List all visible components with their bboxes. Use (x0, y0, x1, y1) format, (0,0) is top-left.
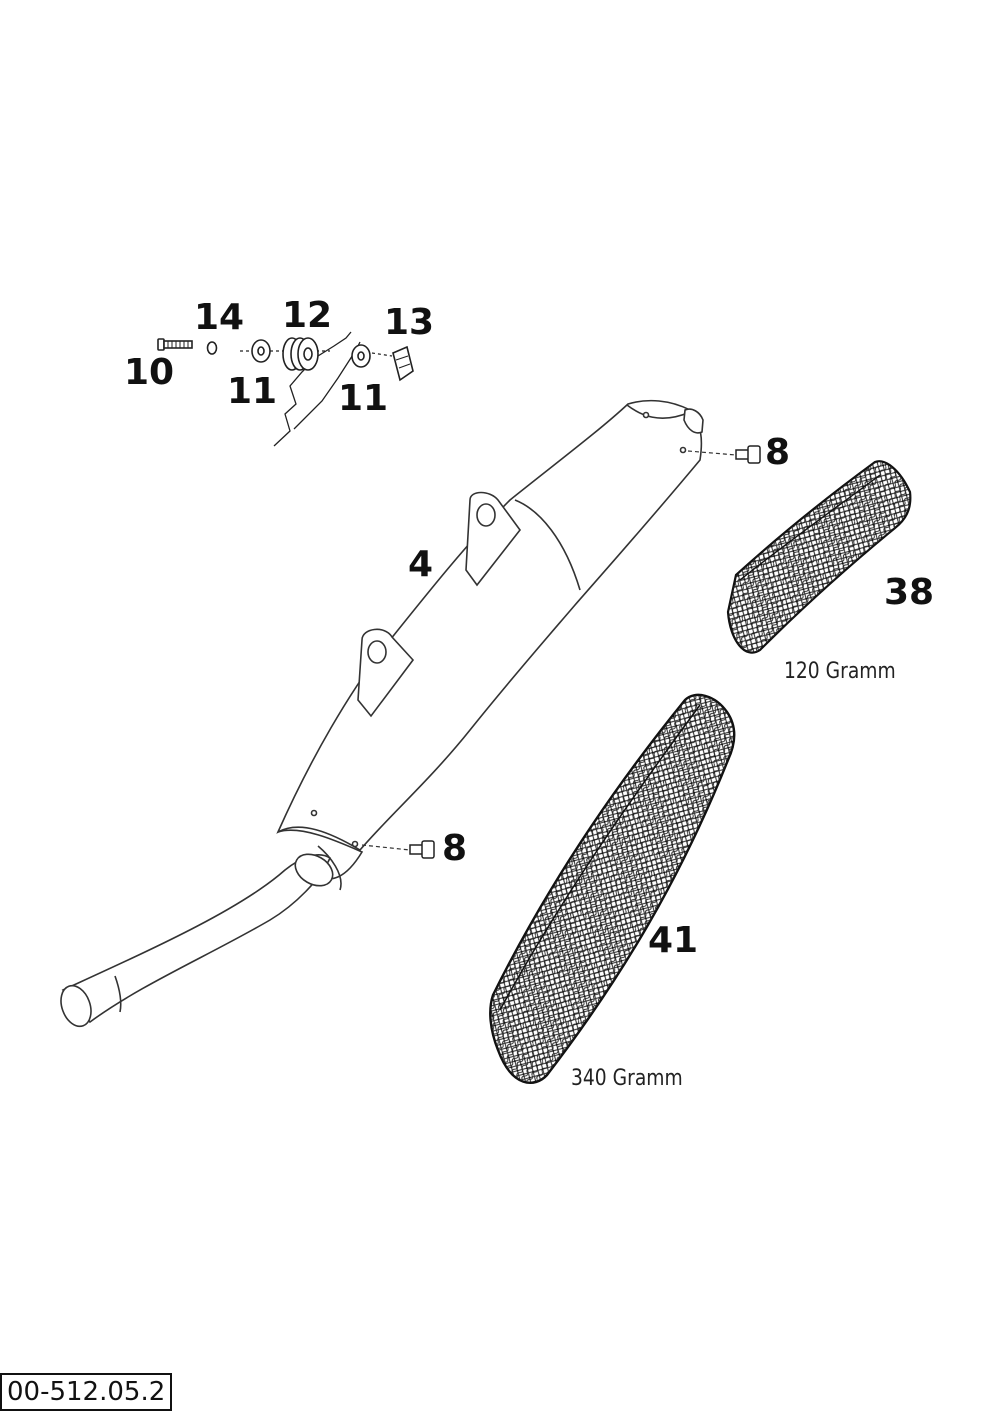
callout-part-41: 41 (648, 920, 699, 961)
packing-38 (726, 460, 912, 654)
packing-41 (489, 693, 736, 1084)
bolt-10 (157, 338, 193, 351)
washer-11-right (351, 344, 371, 368)
silencer-4 (60, 399, 737, 1028)
washer-14 (206, 341, 218, 355)
washer-11-left (251, 339, 271, 363)
callout-part-8-bottom: 8 (442, 828, 468, 869)
callout-part-13: 13 (384, 302, 435, 343)
weight-label-packing-38: 120 Gramm (784, 659, 896, 684)
callout-part-10: 10 (124, 352, 175, 393)
drawing-number: 00-512.05.2 (0, 1373, 173, 1411)
callout-part-11-right: 11 (338, 378, 389, 419)
callout-part-14: 14 (194, 297, 245, 338)
callout-part-4: 4 (408, 544, 434, 585)
weight-label-packing-41: 340 Gramm (571, 1066, 683, 1091)
bolt-8-top (735, 445, 761, 464)
mounting-hardware-group (157, 331, 414, 447)
callout-part-11-left: 11 (227, 371, 278, 412)
clip-nut-13 (392, 345, 414, 382)
callout-part-12: 12 (282, 295, 333, 336)
callout-part-38: 38 (884, 572, 935, 613)
bolt-8-bottom (409, 840, 435, 859)
grommet-12 (282, 337, 319, 371)
callout-part-8-top: 8 (765, 432, 791, 473)
